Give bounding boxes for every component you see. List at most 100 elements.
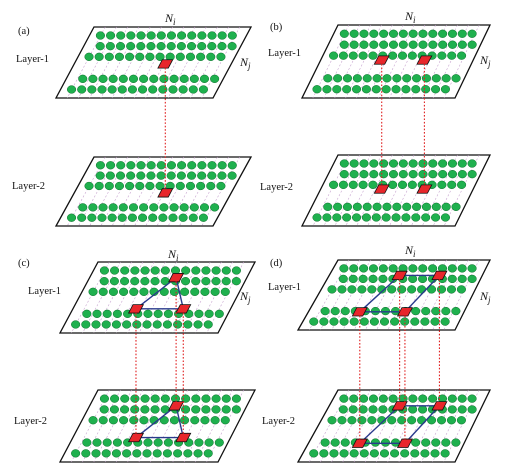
atom <box>339 40 349 49</box>
atom <box>204 438 214 447</box>
atom <box>398 40 408 49</box>
atom <box>319 449 329 458</box>
atom <box>312 213 322 222</box>
atom <box>349 40 359 49</box>
atom <box>156 171 166 180</box>
atom <box>169 287 179 296</box>
atom <box>149 74 159 83</box>
atom <box>140 394 150 403</box>
atom <box>451 74 461 83</box>
atom <box>369 170 379 179</box>
atom <box>340 306 350 316</box>
atom <box>447 180 457 189</box>
atom <box>169 203 179 212</box>
panel-label: (d) <box>270 258 283 269</box>
atom <box>349 170 359 179</box>
grid-line <box>116 389 155 463</box>
panel-label: (c) <box>18 258 30 269</box>
atom <box>108 203 118 212</box>
atom <box>441 438 451 447</box>
atom <box>67 85 77 94</box>
atom <box>109 277 119 286</box>
atom <box>227 31 237 40</box>
atom <box>126 161 136 170</box>
atom <box>152 320 162 329</box>
atom <box>128 74 139 83</box>
atom <box>87 85 97 94</box>
atom <box>338 405 348 414</box>
atom <box>359 159 369 168</box>
atom <box>330 438 340 447</box>
atom <box>328 180 339 189</box>
atom <box>421 306 431 316</box>
atom <box>381 85 391 94</box>
atom <box>135 181 145 191</box>
atom <box>447 170 458 179</box>
atom <box>372 202 382 211</box>
grid-line <box>389 154 426 227</box>
atom <box>162 320 172 329</box>
atom <box>221 266 231 275</box>
atom <box>214 438 224 447</box>
atom <box>457 51 467 60</box>
atom <box>417 416 427 425</box>
atom <box>126 171 136 180</box>
atom <box>369 317 379 326</box>
atom <box>418 394 428 403</box>
atom <box>408 264 418 273</box>
atom <box>407 180 417 189</box>
atom <box>211 266 221 275</box>
atom <box>185 181 196 191</box>
atom <box>130 394 140 403</box>
atom <box>362 74 372 83</box>
atom <box>368 405 378 414</box>
atom <box>400 449 410 458</box>
atom <box>132 320 142 329</box>
atom <box>191 266 201 275</box>
atom <box>378 405 388 414</box>
atom <box>176 171 186 180</box>
atom <box>388 264 398 273</box>
atom <box>203 320 213 329</box>
atom <box>88 287 98 296</box>
atom <box>193 449 203 458</box>
atom <box>367 285 377 294</box>
atom <box>139 416 149 425</box>
atom <box>431 85 441 94</box>
atom <box>437 51 447 60</box>
impurity-site <box>431 270 448 281</box>
atom <box>358 405 368 414</box>
atom <box>97 213 107 222</box>
atom <box>114 181 125 191</box>
nj-label: Nj <box>239 289 251 305</box>
atom <box>349 394 359 403</box>
atom <box>196 181 206 191</box>
atom <box>153 309 163 318</box>
atom <box>381 213 391 222</box>
atom <box>201 277 211 286</box>
impurity-site <box>351 438 368 448</box>
panel-b: (b) Ni Nj Layer-1 Layer-2 <box>260 9 492 227</box>
atom <box>451 202 461 211</box>
atom <box>169 74 179 83</box>
atom <box>105 42 115 51</box>
atom <box>410 449 420 458</box>
atom <box>440 213 450 222</box>
grid-line <box>123 26 162 99</box>
atom <box>339 170 349 179</box>
atom <box>214 309 224 318</box>
atom <box>440 317 450 326</box>
atom <box>333 202 343 211</box>
atom <box>436 416 447 425</box>
atom <box>148 213 158 222</box>
atom <box>351 213 362 222</box>
atom <box>159 287 169 296</box>
atom <box>349 449 359 458</box>
atom <box>338 274 348 284</box>
atom <box>388 159 399 168</box>
atom <box>388 40 399 49</box>
atom <box>99 405 109 414</box>
atom <box>431 438 441 447</box>
atom <box>467 170 477 179</box>
atom <box>342 85 352 94</box>
